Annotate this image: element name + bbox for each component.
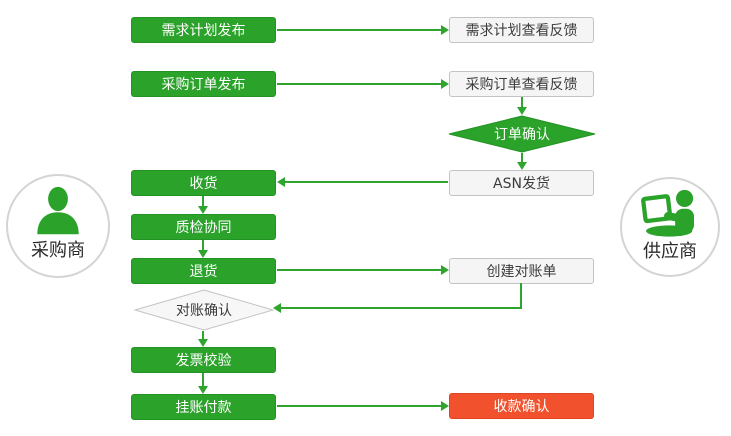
arrow-confirm-to-asn-head (517, 162, 527, 170)
arrow-statement-to-invoice-head (198, 339, 208, 347)
arrow-return-line (277, 269, 441, 271)
node-demand-plan-feedback: 需求计划查看反馈 (449, 17, 594, 43)
node-quality-check: 质检协同 (131, 214, 276, 240)
arrow-statement-elbow-hline (281, 307, 522, 309)
node-asn-shipping: ASN发货 (449, 170, 594, 196)
node-demand-plan-publish: 需求计划发布 (131, 17, 276, 43)
arrow-po-head (441, 79, 449, 89)
arrow-statement-elbow-vline (520, 283, 522, 309)
node-create-statement: 创建对账单 (449, 258, 594, 284)
arrow-demand-plan-line (277, 29, 441, 31)
order-confirm-label: 订单确认 (494, 127, 550, 143)
arrow-invoice-to-payment-head (198, 386, 208, 394)
arrow-demand-plan-head (441, 25, 449, 35)
node-receive-goods: 收货 (131, 170, 276, 196)
node-return-goods: 退货 (131, 258, 276, 284)
arrow-return-head (441, 265, 449, 275)
node-statement-confirm: 对账确认 (134, 289, 274, 331)
arrow-payment-line (277, 405, 441, 407)
statement-confirm-label: 对账确认 (176, 303, 232, 319)
node-invoice-verify: 发票校验 (131, 347, 276, 373)
diamond-shape (448, 115, 596, 153)
arrow-receive-to-quality-line (202, 196, 204, 206)
arrow-statement-elbow-head (273, 303, 281, 313)
node-order-confirm: 订单确认 (448, 115, 596, 153)
buyer-label: 采购商 (31, 240, 85, 261)
diamond-shape (134, 289, 274, 331)
node-po-feedback: 采购订单查看反馈 (449, 71, 594, 97)
arrow-po-feedback-to-confirm-head (517, 107, 527, 115)
arrow-statement-to-invoice-line (202, 331, 204, 339)
supplier-label: 供应商 (643, 241, 697, 262)
arrow-asn-line (285, 181, 448, 183)
person-icon (37, 186, 79, 235)
arrow-receive-to-quality-head (198, 206, 208, 214)
arrow-invoice-to-payment-line (202, 373, 204, 386)
arrow-po-feedback-to-confirm-line (521, 97, 523, 107)
node-payment-confirm: 收款确认 (449, 393, 594, 419)
arrow-payment-head (441, 401, 449, 411)
node-payment-on-account: 挂账付款 (131, 394, 276, 420)
node-po-publish: 采购订单发布 (131, 71, 276, 97)
arrow-quality-to-return-head (198, 250, 208, 258)
supplier-actor: 供应商 (620, 177, 720, 277)
person-laptop-icon (641, 189, 694, 237)
arrow-asn-head (277, 177, 285, 187)
arrow-confirm-to-asn-line (521, 153, 523, 162)
arrow-po-line (277, 83, 441, 85)
arrow-quality-to-return-line (202, 240, 204, 250)
buyer-actor: 采购商 (6, 174, 110, 278)
